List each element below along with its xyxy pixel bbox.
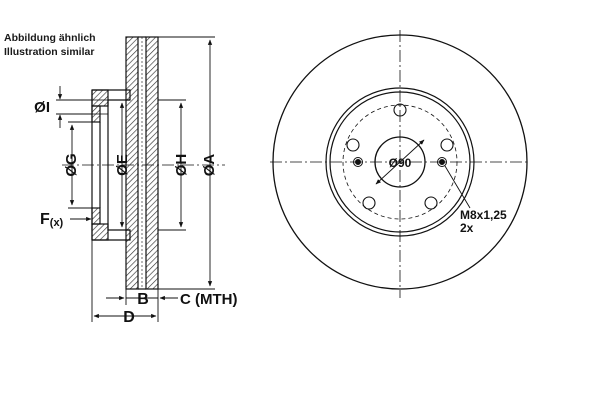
thread-leader — [444, 165, 471, 209]
caption-similar-de: Abbildung ähnlich — [4, 32, 96, 44]
front-view — [270, 30, 530, 298]
section-view — [62, 36, 225, 290]
label-center-bore: Ø90 — [389, 156, 412, 170]
bolt-holes — [346, 103, 454, 210]
outer-disc-edge — [272, 34, 528, 290]
caption-similar-en: Illustration similar — [4, 46, 95, 58]
label-f-sub: (x) — [50, 217, 64, 229]
threaded-hole — [353, 157, 363, 167]
threaded-hole-core — [439, 159, 445, 165]
label-c: C (MTH) — [180, 291, 237, 308]
label-dia-g: ØG — [63, 153, 80, 176]
hat-inner-ring — [329, 91, 471, 233]
hub-wall-bottom — [91, 207, 101, 225]
label-dia-i: ØI — [34, 99, 50, 116]
center-bore — [374, 136, 426, 188]
label-f-main: F — [40, 211, 50, 228]
hat-outer-ring — [325, 87, 475, 237]
hub-flange-top — [91, 89, 109, 107]
bolt-circle-dashed — [342, 104, 458, 220]
label-dia-a: ØA — [201, 154, 218, 177]
label-d: D — [123, 309, 135, 326]
dimension-lines — [56, 36, 215, 322]
threaded-hole-core — [355, 159, 361, 165]
label-thread-qty: 2x — [460, 221, 474, 235]
bolt-hole — [440, 138, 454, 152]
label-thread-spec: M8x1,25 — [460, 208, 507, 222]
threaded-holes — [353, 157, 447, 167]
bolt-hole — [424, 196, 438, 210]
dim-90-line — [375, 139, 425, 185]
label-b: B — [137, 291, 149, 308]
hub-flange-bottom — [91, 223, 109, 241]
label-dia-h: ØH — [173, 154, 190, 177]
threaded-hole — [437, 157, 447, 167]
bolt-hole — [346, 138, 360, 152]
label-f: F(x) — [40, 211, 64, 229]
bolt-hole — [362, 196, 376, 210]
friction-plate-outer — [145, 36, 159, 290]
bolt-hole — [393, 103, 407, 117]
label-dia-e: ØE — [114, 154, 131, 176]
